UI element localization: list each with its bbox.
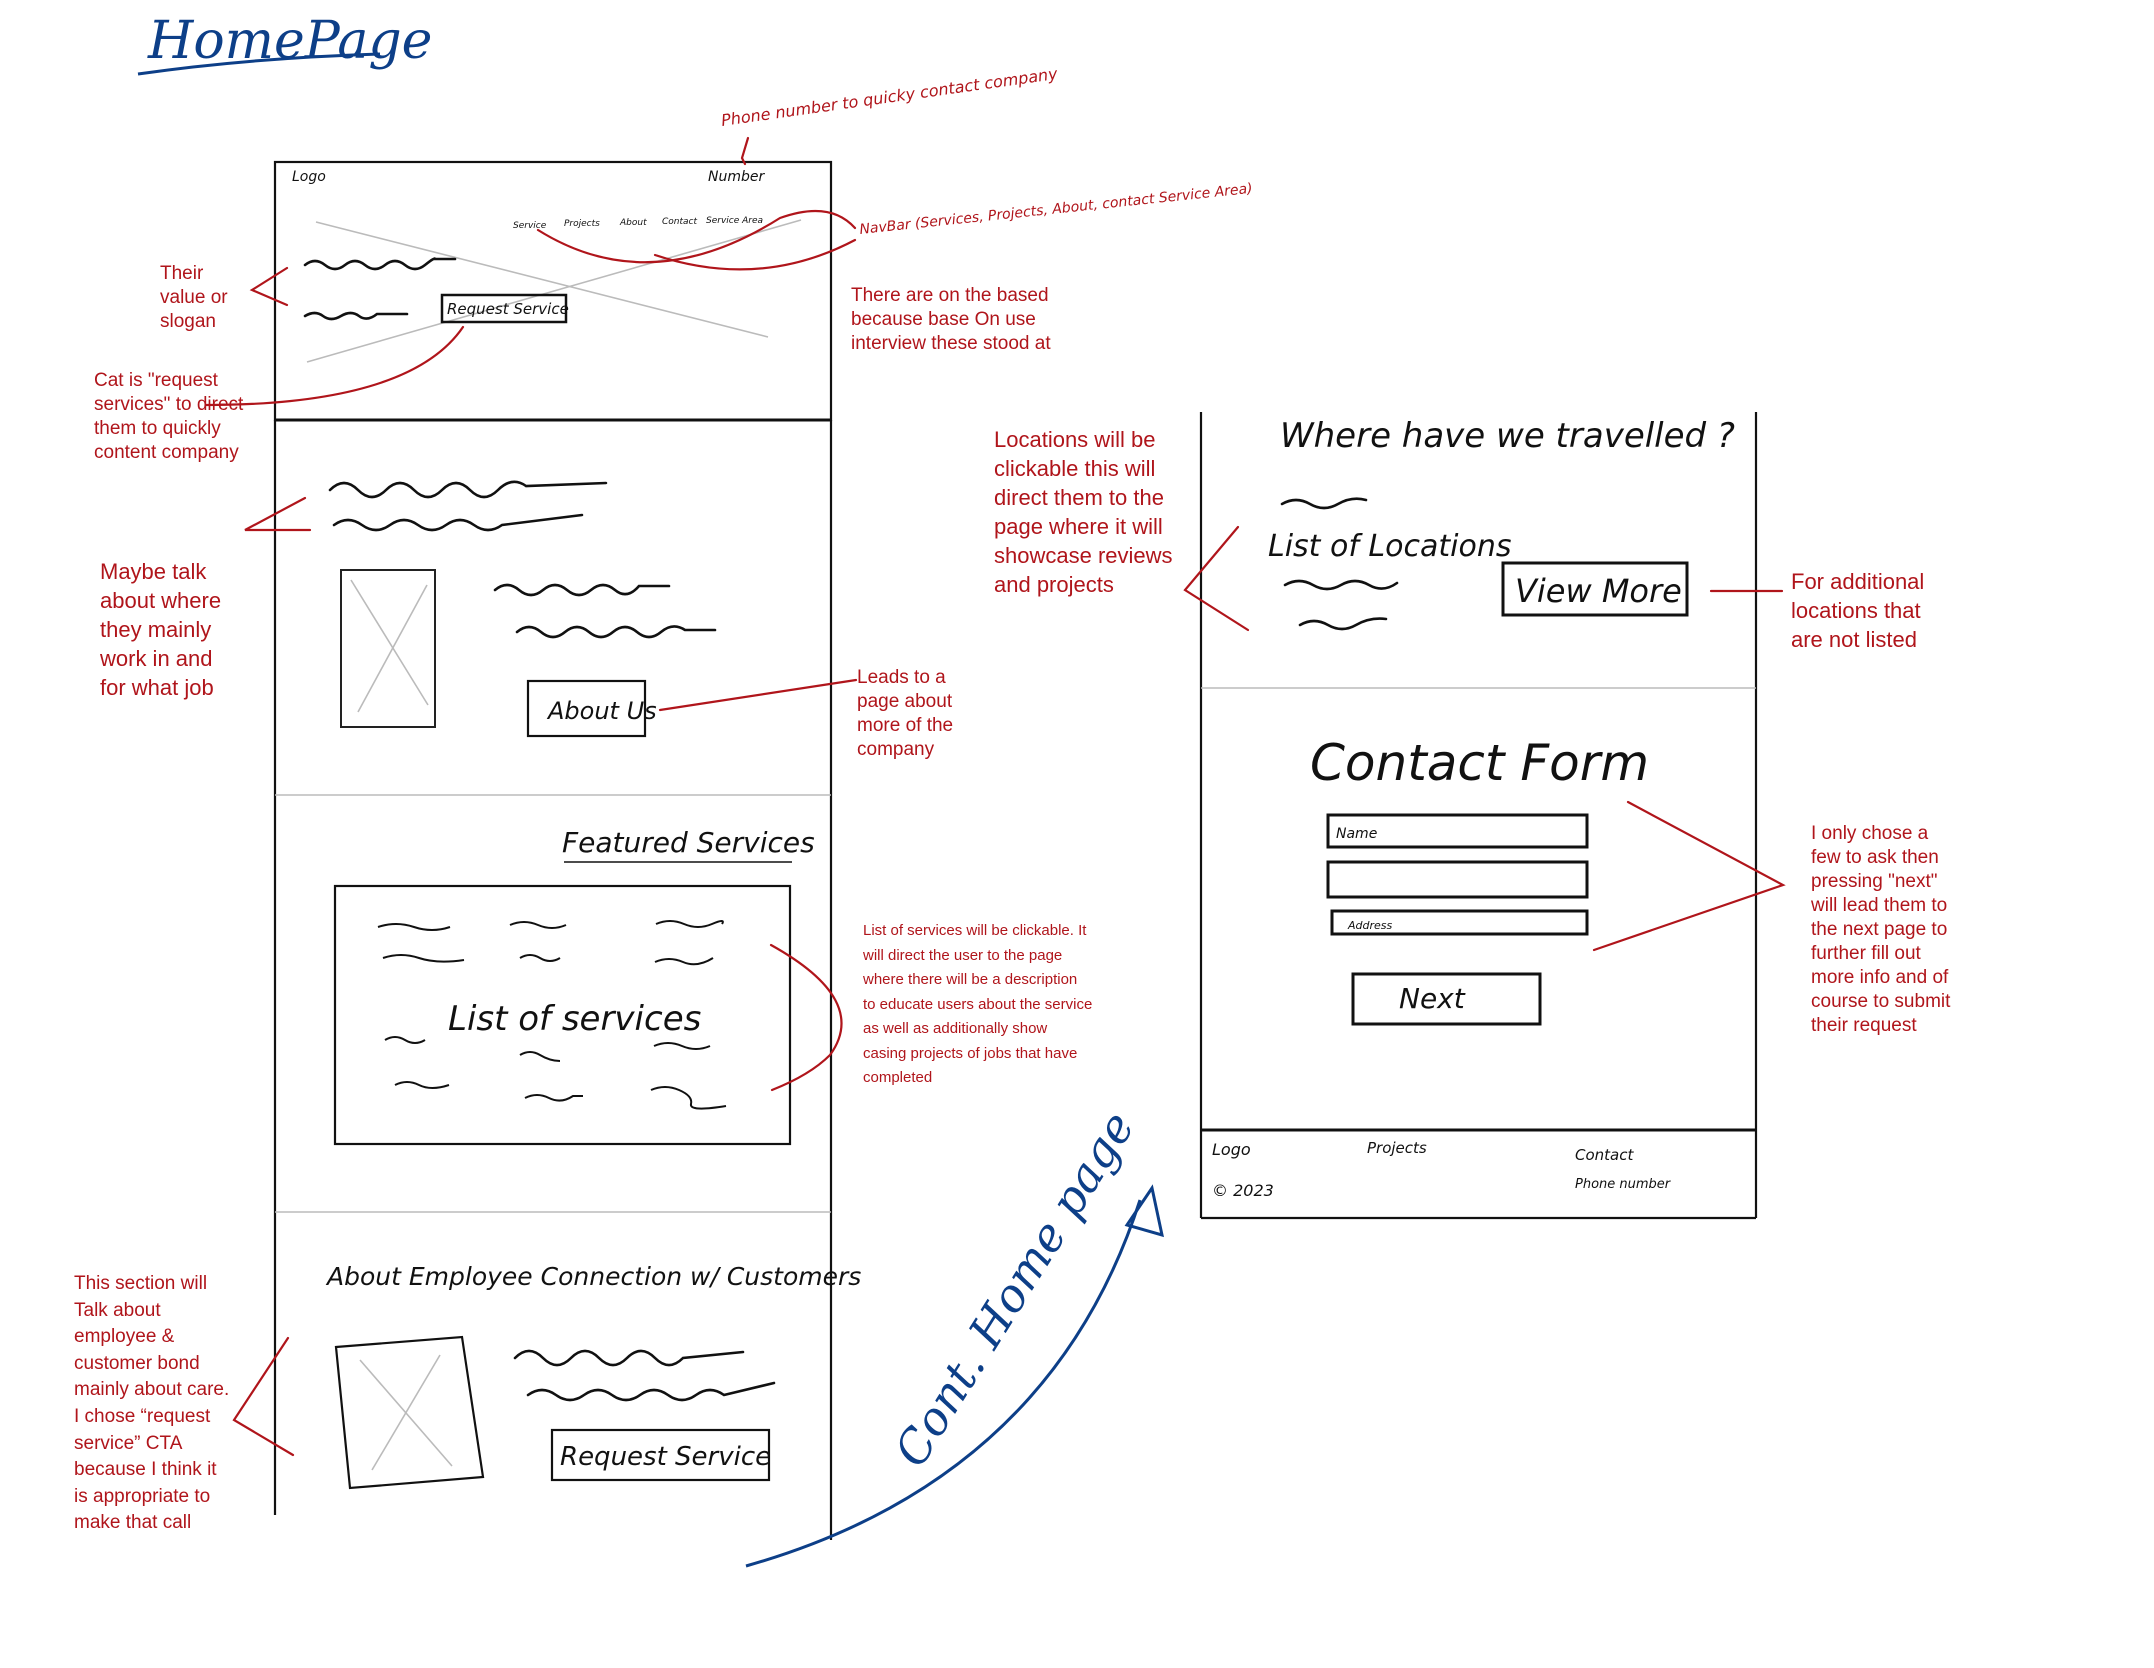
navbar: Service Projects About Contact Service A… (513, 216, 763, 231)
nav-about[interactable]: About (619, 218, 647, 228)
logo-label: Logo (292, 169, 326, 185)
footer-copyright: © 2023 (1212, 1181, 1274, 1200)
about-us-button[interactable]: About Us (546, 697, 657, 725)
nav-service[interactable]: Service (513, 221, 547, 231)
cont-homepage-label: Cont. Home page (884, 1102, 1146, 1476)
request-service-button-1[interactable]: Request Service (447, 300, 569, 318)
navbar-note: NavBar (Services, Projects, About, conta… (859, 181, 1254, 238)
wireframe-homepage-cont: Where have we travelled ? List of Locati… (1199, 412, 1758, 1220)
featured-services-heading: Featured Services (562, 826, 815, 859)
about-employee-heading: About Employee Connection w/ Customers (325, 1262, 861, 1291)
address-field[interactable]: Address (1347, 919, 1393, 932)
only-chose-note: I only chose a few to ask then pressing … (1811, 823, 1951, 1036)
annotation-lines (204, 136, 1786, 1457)
list-of-services-label: List of services (448, 999, 701, 1039)
name-field[interactable]: Name (1336, 826, 1377, 842)
maybe-talk-note: Maybe talk about where they mainly work … (100, 559, 222, 700)
nav-service-area[interactable]: Service Area (706, 216, 763, 226)
slogan-note: Their value or slogan (160, 263, 228, 332)
nav-contact[interactable]: Contact (662, 217, 697, 227)
continuation-arrow: Cont. Home page (745, 1102, 1164, 1568)
view-more-button[interactable]: View More (1515, 572, 1682, 610)
leads-to-note: Leads to a page about more of the compan… (857, 667, 954, 760)
locations-note: Locations will be clickable this will di… (994, 427, 1173, 597)
list-of-locations-label[interactable]: List of Locations (1268, 529, 1511, 564)
footer-logo: Logo (1212, 1140, 1251, 1159)
phone-note: Phone number to quicky contact company (720, 64, 1059, 130)
navbar-typed-note: There are on the based because base On u… (851, 285, 1051, 354)
footer-contact[interactable]: Contact (1575, 1146, 1634, 1164)
where-travelled-heading: Where have we travelled ? (1280, 416, 1735, 456)
homepage-title: HomePage (147, 11, 432, 71)
footer-projects[interactable]: Projects (1367, 1139, 1427, 1157)
list-services-note: List of services will be clickable. It w… (863, 922, 1093, 1086)
number-label: Number (708, 169, 765, 185)
next-button[interactable]: Next (1399, 982, 1466, 1015)
contact-form-heading: Contact Form (1310, 734, 1649, 792)
wireframe-homepage: Logo Number Service Projects About Conta… (273, 160, 861, 1540)
cta-note: Cat is "request services" to direct them… (94, 370, 244, 463)
additional-note: For additional locations that are not li… (1791, 569, 1925, 652)
request-service-button-2[interactable]: Request Service (560, 1442, 771, 1472)
footer-phone: Phone number (1575, 1177, 1672, 1192)
nav-projects[interactable]: Projects (564, 219, 600, 229)
this-section-note: This section will Talk about employee & … (74, 1273, 230, 1534)
